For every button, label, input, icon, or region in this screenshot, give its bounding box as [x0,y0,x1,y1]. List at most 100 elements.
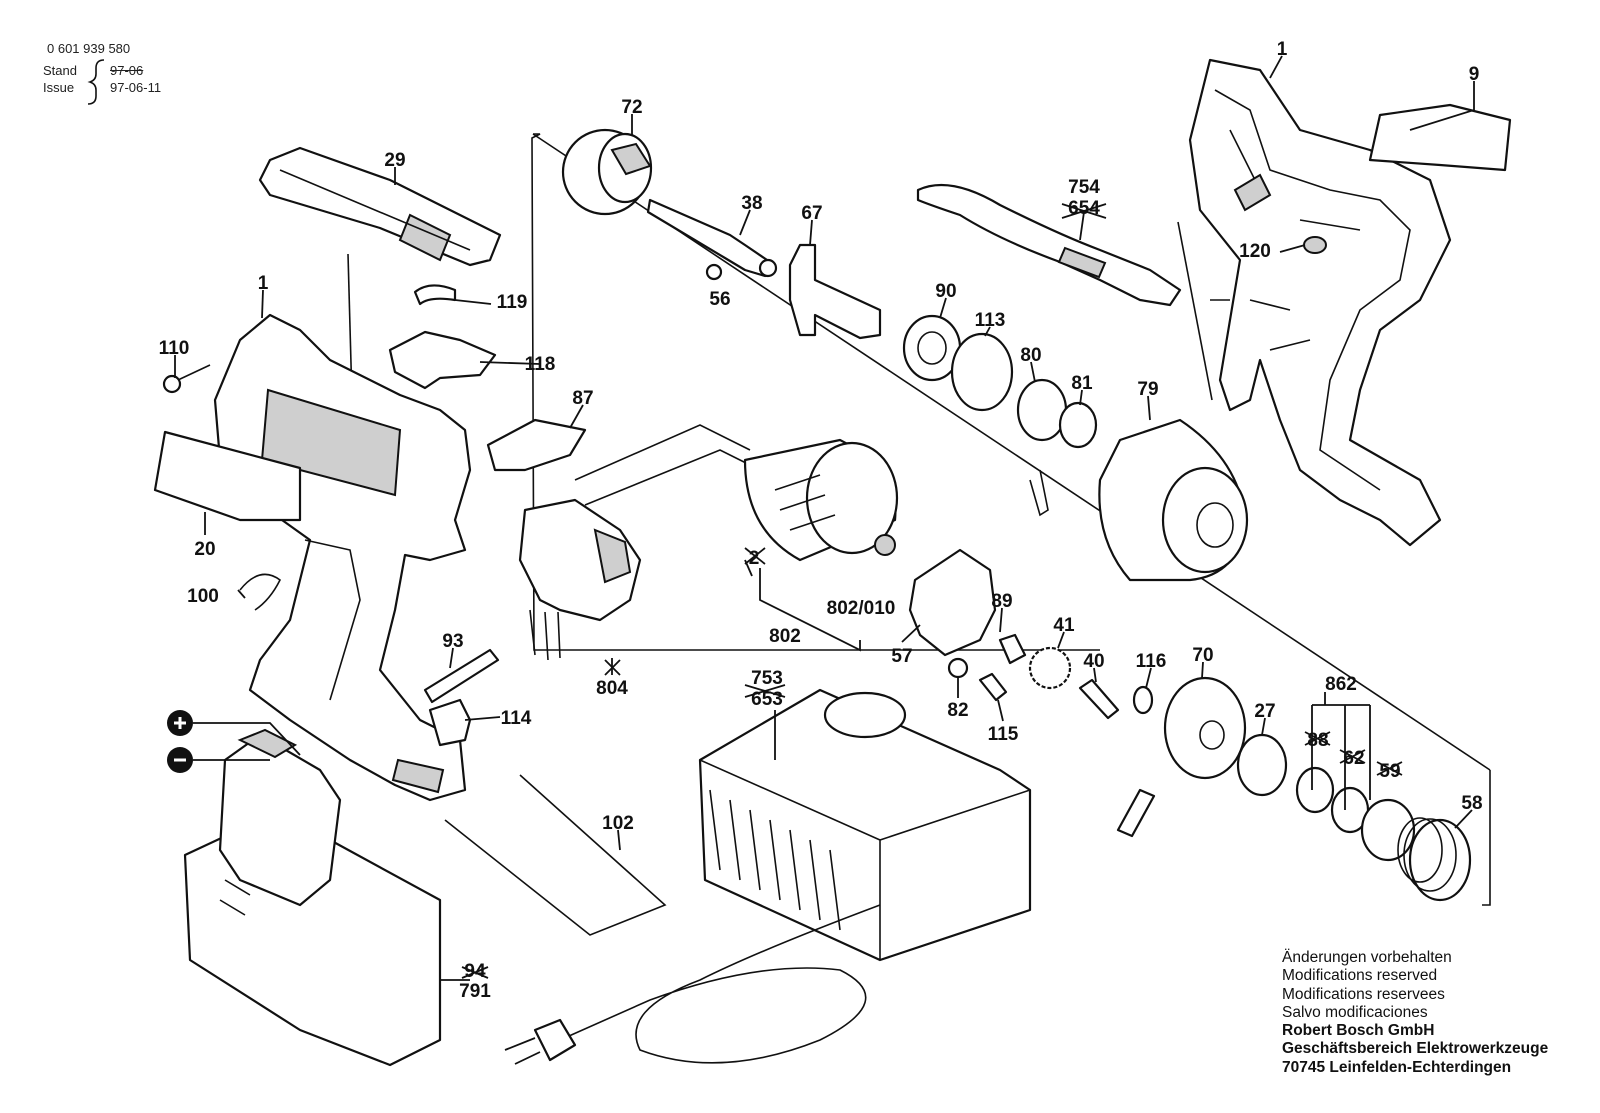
part-label-90: 90 [935,281,956,302]
issue-label: Issue [43,80,75,95]
gear-plate-57 [908,548,997,657]
part-label-102: 102 [602,813,634,834]
battery-pack [183,728,442,1067]
part-label-58: 58 [1461,793,1482,814]
motor-leads [574,424,761,506]
part-label-87: 87 [572,388,593,409]
clip-119 [413,284,457,306]
note-line-3: Modifications reservees [1282,985,1445,1003]
contact-87 [486,418,587,472]
part-label-802-010: 802/010 [827,598,896,619]
part-label-72: 72 [621,97,642,118]
minus-icon [167,747,193,773]
bit-93 [423,648,500,704]
washer-59 [1360,798,1416,862]
power-cord [559,904,881,1064]
screw-115 [978,672,1008,702]
hammer-70 [1163,676,1247,780]
part-label-27: 27 [1254,701,1275,722]
part-label-113: 113 [975,310,1006,331]
latch-118 [388,330,497,390]
ring-81 [1058,401,1098,449]
note-line-2: Modifications reserved [1282,967,1438,985]
part-label-70: 70 [1192,645,1213,666]
screw-40 [1078,678,1120,720]
part-label-20: 20 [194,539,215,560]
header-brace [87,59,105,105]
motor [743,438,899,562]
wrist-strap [916,183,1182,307]
superseded-crosses [461,203,1403,979]
stand-label: Stand [43,63,77,78]
part-label-81: 81 [1071,373,1093,394]
part-label-1-right: 1 [1277,39,1288,60]
battery-lid [258,146,502,267]
washer-82 [947,657,969,679]
label-plate-20 [153,430,302,522]
part-label-88: 88 [1307,730,1328,751]
part-label-67: 67 [801,203,822,224]
part-label-9: 9 [1469,64,1480,85]
gear-housing-79 [1098,418,1249,582]
bearing-27 [1236,733,1288,797]
part-label-1-left: 1 [258,273,269,294]
part-label-41: 41 [1053,615,1075,636]
part-label-38: 38 [741,193,762,214]
spindle [646,198,778,278]
bracket-802 [759,568,861,652]
part-label-654: 654 [1068,198,1100,219]
part-label-110: 110 [159,338,190,359]
ball-56 [705,263,723,281]
bushing-89 [998,633,1027,665]
power-plug [504,1018,577,1065]
spring-58 [1397,817,1472,902]
pin-120 [1303,236,1327,254]
part-label-115: 115 [988,724,1019,745]
part-label-59: 59 [1379,761,1400,782]
guide-lever [1116,788,1156,838]
charger [698,688,1032,962]
note-line-1: Änderungen vorbehalten [1282,949,1452,966]
part-label-862: 862 [1325,674,1357,695]
holder-114 [428,698,472,747]
spring-clip [1029,469,1049,517]
cord-102 [444,774,667,936]
part-label-753: 753 [751,668,783,689]
part-label-80: 80 [1020,345,1041,366]
part-label-653: 653 [751,689,783,710]
part-number: 0 601 939 580 [47,41,131,56]
part-label-56: 56 [709,289,730,310]
washer-90-hole [917,331,947,365]
leader-lines [174,55,1475,981]
assembly-frame-lines [347,133,1491,906]
switch [518,498,642,661]
gear-41 [1028,646,1072,690]
part-label-804: 804 [596,678,628,699]
part-label-120: 120 [1239,241,1271,262]
company-name: Robert Bosch GmbH [1282,1022,1435,1040]
part-label-79: 79 [1137,379,1158,400]
housing-half-right [1188,58,1452,547]
part-label-118: 118 [525,354,556,375]
part-label-100: 100 [187,586,219,607]
ring-113 [950,332,1014,412]
part-label-754: 754 [1068,177,1100,198]
issue-value: 97-06-11 [110,80,162,95]
part-label-802: 802 [769,626,801,647]
housing-half-left [213,313,472,802]
company-division: Geschäftsbereich Elektrowerkzeuge [1282,1040,1549,1058]
ring-116 [1132,685,1154,715]
part-label-29: 29 [384,150,405,171]
bearing-80 [1016,378,1068,442]
part-label-119: 119 [497,292,528,313]
screw-110 [162,364,211,394]
washer-88 [1295,766,1335,814]
part-label-791: 791 [459,981,491,1002]
part-label-93: 93 [442,631,463,652]
wire-100 [239,573,282,611]
part-label-116: 116 [1136,651,1167,672]
part-label-82: 82 [947,700,968,721]
polarity-leads [193,722,301,761]
part-label-62: 62 [1343,748,1364,769]
